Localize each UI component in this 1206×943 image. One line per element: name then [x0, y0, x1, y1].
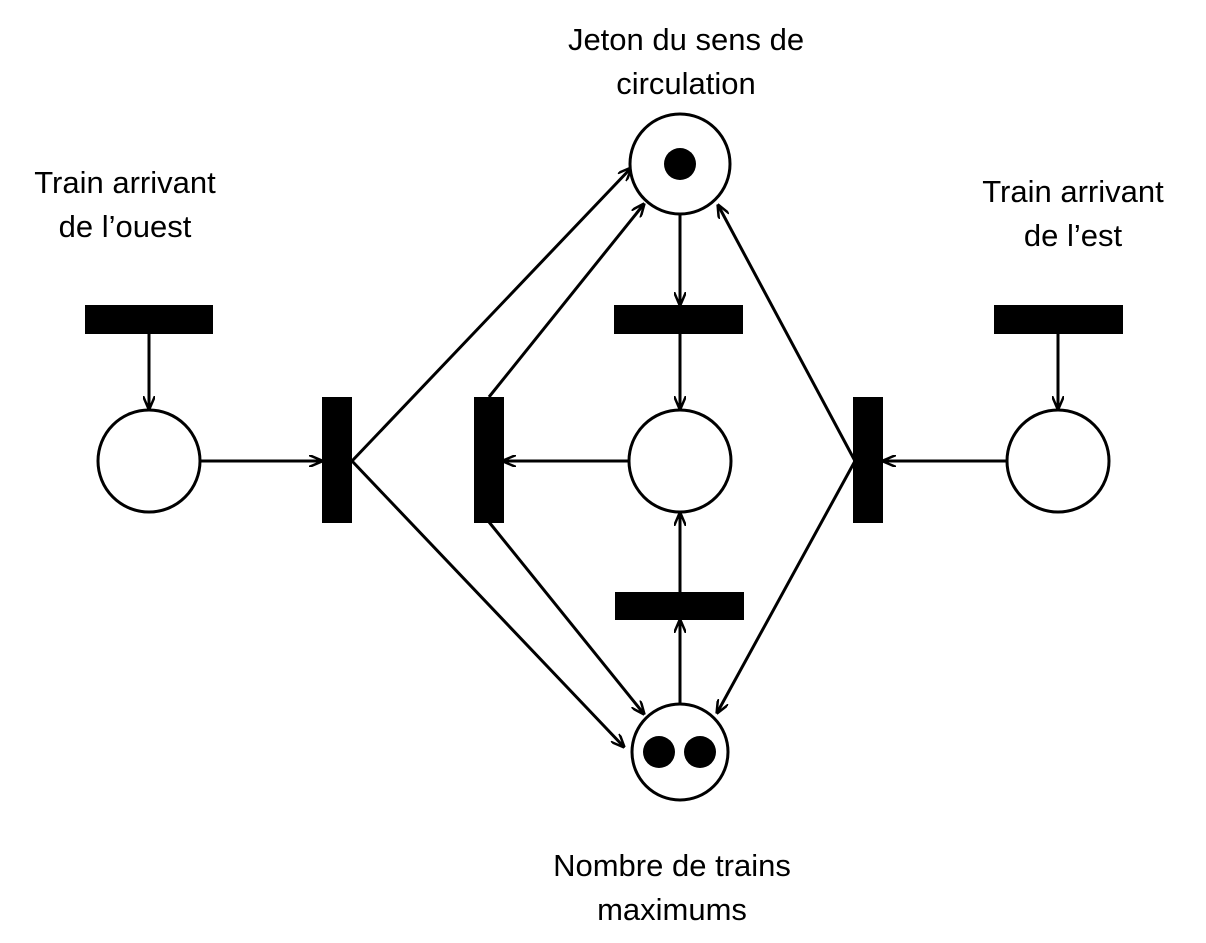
train-west-label-line2: de l’ouest	[58, 209, 192, 244]
arc-west-exit-to-direction	[487, 204, 644, 398]
train-west-label: Train arrivant de l’ouest	[0, 161, 250, 249]
transition-bottom	[615, 592, 744, 620]
transition-west-source	[85, 305, 213, 334]
place-capacity	[630, 702, 730, 802]
token-capacity-2	[684, 736, 716, 768]
direction-token-label-line1: Jeton du sens de	[567, 22, 805, 57]
direction-token-label: Jeton du sens de circulation	[486, 18, 886, 106]
transition-west-entry	[322, 397, 352, 523]
arc-east-entry-to-direction	[718, 205, 857, 462]
max-trains-label-line1: Nombre de trains	[553, 848, 791, 883]
place-east	[1005, 408, 1111, 514]
place-west	[96, 408, 202, 514]
token-capacity-1	[643, 736, 675, 768]
transition-top	[614, 305, 743, 334]
arc-west-entry-to-direction	[350, 168, 631, 463]
place-center	[627, 408, 733, 514]
tokens	[643, 148, 716, 768]
max-trains-label-line2: maximums	[597, 892, 747, 927]
train-east-label-line1: Train arrivant	[982, 174, 1164, 209]
transition-west-exit	[474, 397, 504, 523]
transition-east-source	[994, 305, 1123, 334]
train-east-label: Train arrivant de l’est	[948, 170, 1198, 258]
train-west-label-line1: Train arrivant	[34, 165, 216, 200]
transitions	[85, 305, 1123, 620]
places	[96, 112, 1111, 802]
arc-west-entry-to-capacity	[350, 459, 624, 747]
arc-east-entry-to-capacity	[717, 460, 857, 713]
token-direction	[664, 148, 696, 180]
transition-east-entry	[853, 397, 883, 523]
max-trains-label: Nombre de trains maximums	[472, 844, 872, 932]
train-east-label-line2: de l’est	[1023, 218, 1123, 253]
arc-west-exit-to-capacity	[487, 521, 644, 714]
direction-token-label-line2: circulation	[616, 66, 756, 101]
arcs	[149, 168, 1058, 747]
